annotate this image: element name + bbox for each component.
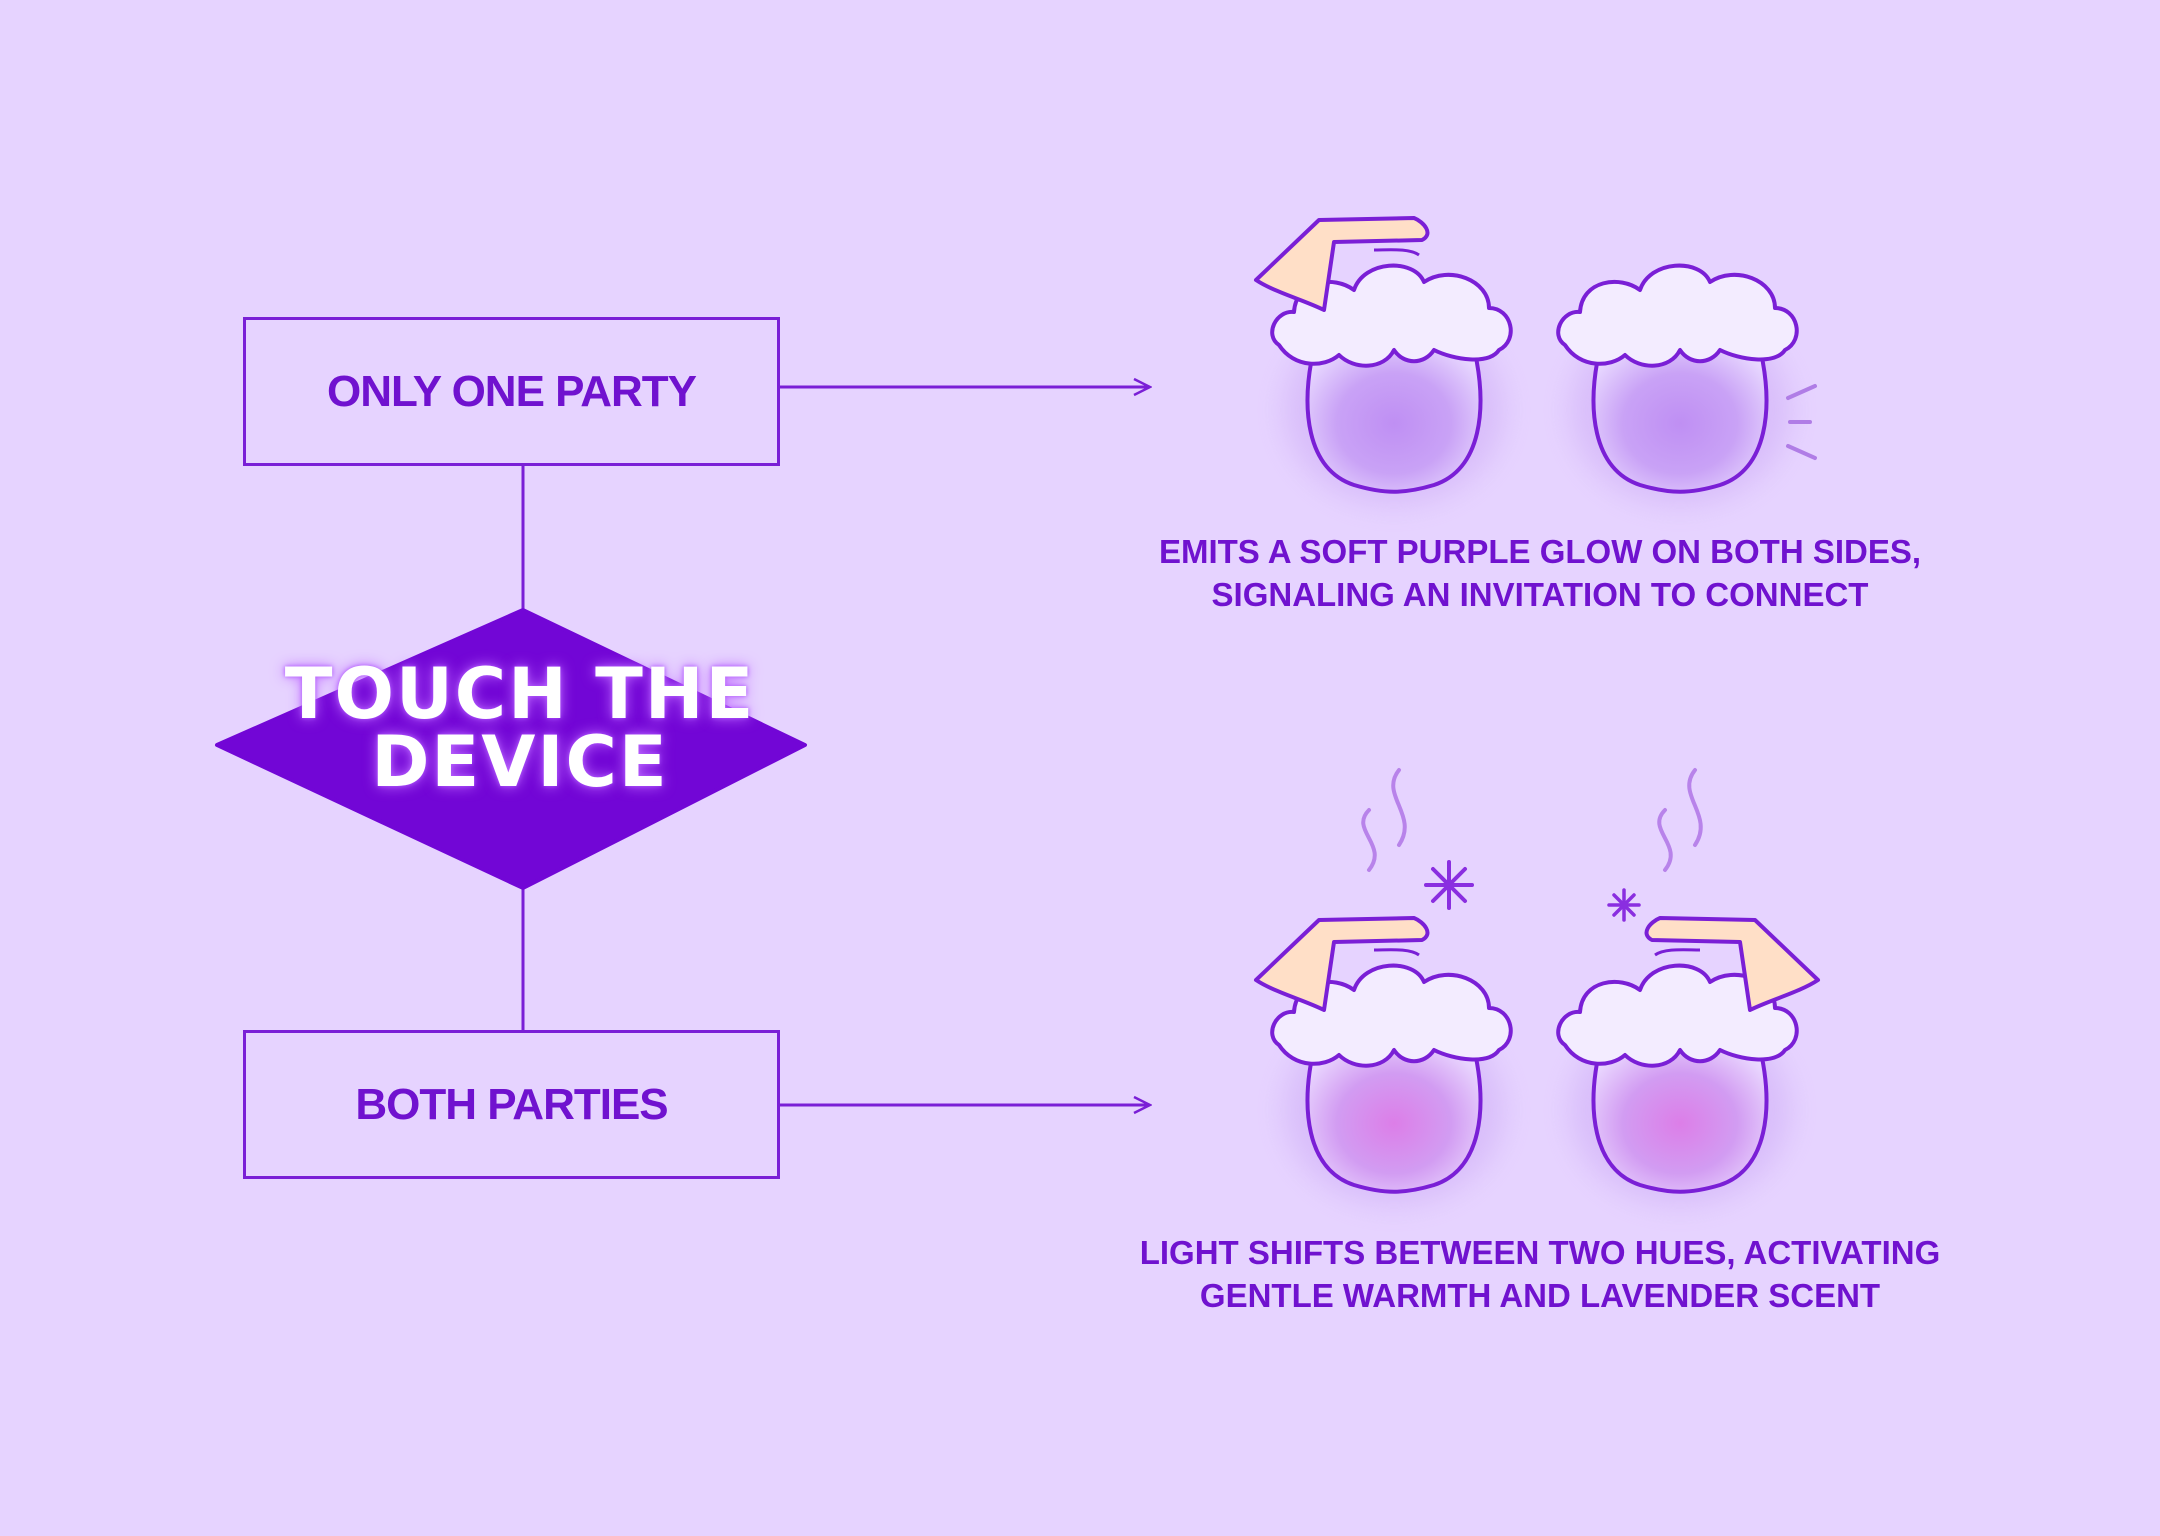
sparkle-icon [1424, 860, 1474, 910]
lamp-bottom-left [1254, 768, 1513, 1205]
lamp-top-left [1254, 216, 1513, 505]
hand-icon [1644, 916, 1820, 1012]
top-outcome-caption: EMITS A SOFT PURPLE GLOW ON BOTH SIDES, … [1100, 530, 1980, 616]
hand-icon [1254, 916, 1430, 1012]
lamp-bottom-right [1556, 768, 1820, 1205]
scent-wave-icon [1657, 768, 1703, 872]
lamp-top-right [1556, 263, 1817, 505]
hand-icon [1254, 216, 1430, 312]
top-caption-line-2: SIGNALING AN INVITATION TO CONNECT [1211, 576, 1869, 613]
only-one-party-box: ONLY ONE PARTY [243, 317, 780, 466]
both-parties-label: BOTH PARTIES [355, 1079, 668, 1129]
bottom-caption-line-2: GENTLE WARMTH AND LAVENDER SCENT [1199, 1277, 1881, 1314]
decision-label-line-1: TOUCH THE [284, 653, 756, 735]
decision-diamond [215, 608, 807, 890]
only-one-party-label: ONLY ONE PARTY [326, 366, 697, 416]
decision-label-line-2: DEVICE [371, 721, 669, 803]
both-parties-box: BOTH PARTIES [243, 1030, 780, 1179]
bottom-caption-line-1: LIGHT SHIFTS BETWEEN TWO HUES, ACTIVATIN… [1139, 1234, 1941, 1271]
glow-lines-icon [1786, 384, 1817, 460]
sparkle-icon [1607, 888, 1641, 922]
scent-wave-icon [1361, 768, 1407, 872]
bottom-outcome-caption: LIGHT SHIFTS BETWEEN TWO HUES, ACTIVATIN… [1100, 1231, 1980, 1317]
top-caption-line-1: EMITS A SOFT PURPLE GLOW ON BOTH SIDES, [1158, 533, 1922, 570]
decision-label: TOUCH THE DEVICE [260, 653, 780, 803]
